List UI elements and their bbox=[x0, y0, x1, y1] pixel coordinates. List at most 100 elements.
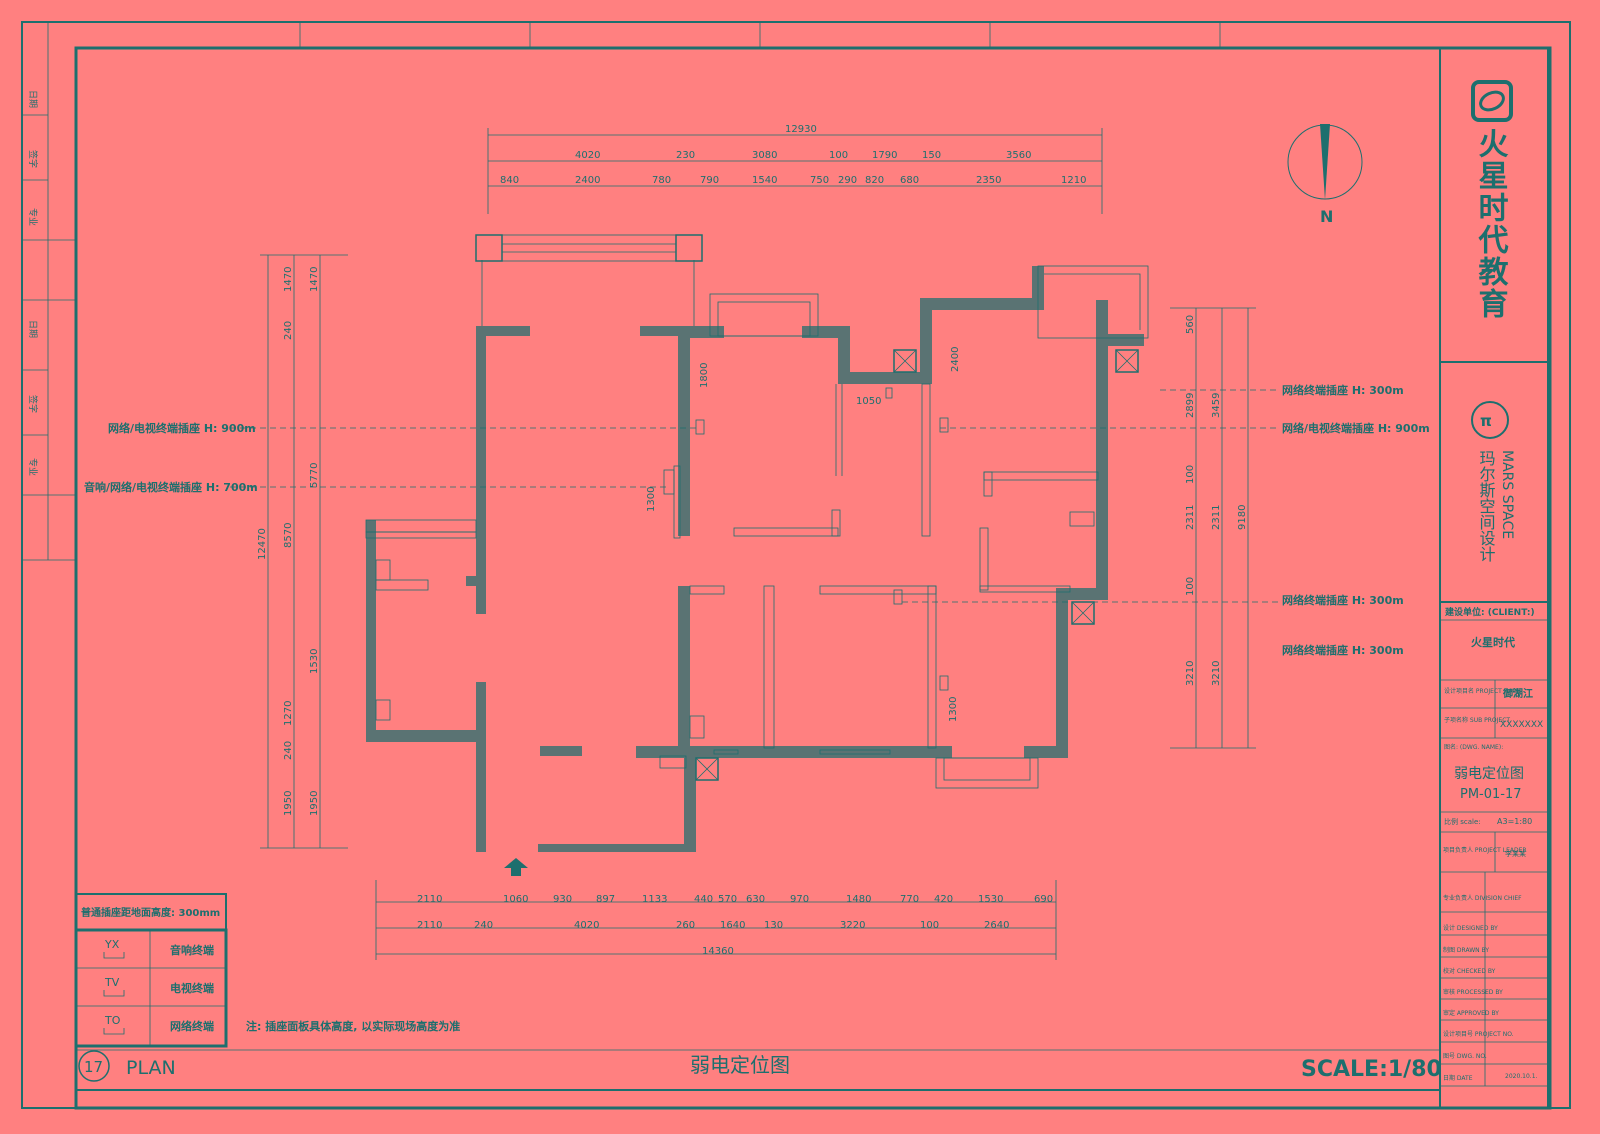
designed-label: 设计 DESIGNED BY bbox=[1443, 924, 1498, 932]
annotation-right-4: 网络终端插座 H: 300m bbox=[1282, 643, 1404, 657]
dim-right-inner-3: 2311 bbox=[1185, 505, 1196, 530]
dim-left-mid-2: 8570 bbox=[283, 523, 294, 548]
dwg-no-label: 图号 DWG. NO. bbox=[1443, 1053, 1487, 1060]
dim-bot-r2-7: 100 bbox=[920, 920, 939, 931]
dim-bot-r1-2: 930 bbox=[553, 894, 572, 905]
drawn-label: 制图 DRAWN BY bbox=[1443, 946, 1489, 954]
north-label: N bbox=[1320, 207, 1333, 226]
dim-bot-total: 14360 bbox=[702, 946, 734, 957]
approved-label: 审定 APPROVED BY bbox=[1443, 1009, 1499, 1017]
drawing-title: 弱电定位图 bbox=[690, 1053, 790, 1077]
strip-major-1: 专业 bbox=[27, 208, 39, 226]
floor-plan: 1800 2400 1050 1300 1300 bbox=[365, 234, 1149, 876]
svg-text:YX: YX bbox=[104, 938, 120, 951]
annotation-right-3: 网络终端插座 H: 300m bbox=[1282, 593, 1404, 607]
dim-bot-r1-3: 897 bbox=[596, 894, 615, 905]
dim-bot-r1-12: 1530 bbox=[978, 894, 1003, 905]
brand-en: MARS SPACE bbox=[1499, 450, 1515, 539]
svg-text:TO: TO bbox=[104, 1014, 121, 1027]
dim-left-mid-1: 240 bbox=[283, 321, 294, 340]
dim-bot-r2-5: 130 bbox=[764, 920, 783, 931]
project-name-value: 御湖江 bbox=[1502, 687, 1533, 700]
client-label: 建设单位: (CLIENT:) bbox=[1445, 606, 1535, 618]
dim-bot-r2-4: 1640 bbox=[720, 920, 745, 931]
scale-label: 比例 scale: bbox=[1444, 817, 1481, 826]
dim-right-mid-0: 3459 bbox=[1211, 393, 1222, 418]
dim-interior-2: 2400 bbox=[950, 347, 961, 372]
dim-bot-r1-10: 770 bbox=[900, 894, 919, 905]
shaft-icon bbox=[695, 349, 1139, 781]
dimension-lines: 12930 4020 230 3080 100 1790 150 3560 84… bbox=[257, 124, 1256, 960]
tv-outlet-icon: TV bbox=[103, 976, 125, 997]
checked-label: 校对 CHECKED BY bbox=[1443, 967, 1496, 975]
dim-bot-r1-11: 420 bbox=[934, 894, 953, 905]
speaker-outlet-icon: YX bbox=[103, 938, 125, 959]
dim-bot-r1-6: 570 bbox=[718, 894, 737, 905]
strip-sign-2: 签字 bbox=[27, 395, 39, 413]
dim-top-r3-6: 290 bbox=[838, 175, 857, 186]
dim-bot-r2-6: 3220 bbox=[840, 920, 865, 931]
company-name: 火星时代教育 bbox=[1473, 128, 1510, 320]
dim-bot-r2-3: 260 bbox=[676, 920, 695, 931]
project-leader-value: 李某某 bbox=[1505, 849, 1526, 858]
dim-top-r3-8: 680 bbox=[900, 175, 919, 186]
dim-interior-5: 1300 bbox=[948, 697, 959, 722]
dim-bot-r1-7: 630 bbox=[746, 894, 765, 905]
dim-top-r3-7: 820 bbox=[865, 175, 884, 186]
mars-space-logo-icon: π bbox=[1471, 401, 1509, 439]
strip-date-1: 日期 bbox=[27, 90, 38, 108]
dim-left-inner-1: 5770 bbox=[309, 463, 320, 488]
dim-right-inner-5: 3210 bbox=[1185, 661, 1196, 686]
plan-label: PLAN bbox=[126, 1057, 176, 1079]
left-title-strip: 日期 签字 专业 日期 签字 专业 bbox=[22, 22, 76, 561]
project-leader-label: 项目负责人 PROJECT LEADER bbox=[1443, 846, 1527, 854]
entrance-arrow-icon bbox=[504, 858, 528, 876]
drawing-footer: 17 PLAN 弱电定位图 SCALE:1/80 bbox=[78, 1050, 1442, 1082]
strip-date-2: 日期 bbox=[27, 320, 38, 338]
dim-interior-1: 1800 bbox=[699, 363, 710, 388]
north-arrow-icon: N bbox=[1287, 124, 1363, 226]
company-logo-icon bbox=[1471, 80, 1513, 122]
dim-bot-r2-8: 2640 bbox=[984, 920, 1009, 931]
dim-left-mid-5: 1950 bbox=[283, 791, 294, 816]
dim-top-r2-4: 1790 bbox=[872, 150, 897, 161]
strip-major-2: 专业 bbox=[27, 458, 39, 476]
dim-top-r3-2: 780 bbox=[652, 175, 671, 186]
dim-top-r3-5: 750 bbox=[810, 175, 829, 186]
client-value: 火星时代 bbox=[1471, 635, 1515, 649]
dim-top-r2-6: 3560 bbox=[1006, 150, 1031, 161]
dim-top-r2-2: 3080 bbox=[752, 150, 777, 161]
legend-label-network: 网络终端 bbox=[170, 1019, 214, 1033]
dim-bot-r2-0: 2110 bbox=[417, 920, 442, 931]
dim-bot-r2-2: 4020 bbox=[574, 920, 599, 931]
sub-project-label: 子项名称 SUB PROJECT bbox=[1444, 716, 1510, 724]
annotation-left-1: 网络/电视终端插座 H: 900m bbox=[108, 421, 256, 435]
dim-left-mid-3: 1270 bbox=[283, 701, 294, 726]
dim-right-mid-1: 2311 bbox=[1211, 505, 1222, 530]
dim-left-mid-4: 240 bbox=[283, 741, 294, 760]
scale-text: SCALE:1/80 bbox=[1301, 1057, 1442, 1082]
drawing-number: 17 bbox=[84, 1058, 103, 1076]
annotation-left-2: 音响/网络/电视终端插座 H: 700m bbox=[84, 480, 258, 494]
dim-bot-r2-1: 240 bbox=[474, 920, 493, 931]
drawing-code: PM-01-17 bbox=[1460, 787, 1522, 802]
dim-bot-r1-4: 1133 bbox=[642, 894, 667, 905]
scale-value: A3=1:80 bbox=[1497, 817, 1532, 826]
dim-top-r3-1: 2400 bbox=[575, 175, 600, 186]
network-outlet-icon: TO bbox=[103, 1014, 125, 1035]
brand-cn: 玛尔斯空间设计 bbox=[1477, 450, 1496, 562]
legend: 普通插座距地面高度: 300mm YX 音响终端 TV 电视终端 TO 网络终端 bbox=[74, 893, 228, 1048]
date-value: 2020.10.1. bbox=[1505, 1073, 1538, 1080]
dim-left-inner-0: 1470 bbox=[309, 267, 320, 292]
annotation-right-2: 网络/电视终端插座 H: 900m bbox=[1282, 421, 1430, 435]
dim-right-inner-2: 100 bbox=[1185, 465, 1196, 484]
dim-top-r3-9: 2350 bbox=[976, 175, 1001, 186]
dim-left-inner-3: 1950 bbox=[309, 791, 320, 816]
outlet-symbol-icon bbox=[663, 387, 949, 691]
dim-right-inner-1: 2899 bbox=[1185, 393, 1196, 418]
date-label: 日期 DATE bbox=[1443, 1074, 1473, 1082]
project-name-label: 设计项目名 PROJECT NAME bbox=[1444, 687, 1522, 695]
dim-interior-4: 1300 bbox=[646, 487, 657, 512]
svg-text:π: π bbox=[1480, 412, 1492, 430]
dim-top-r2-1: 230 bbox=[676, 150, 695, 161]
